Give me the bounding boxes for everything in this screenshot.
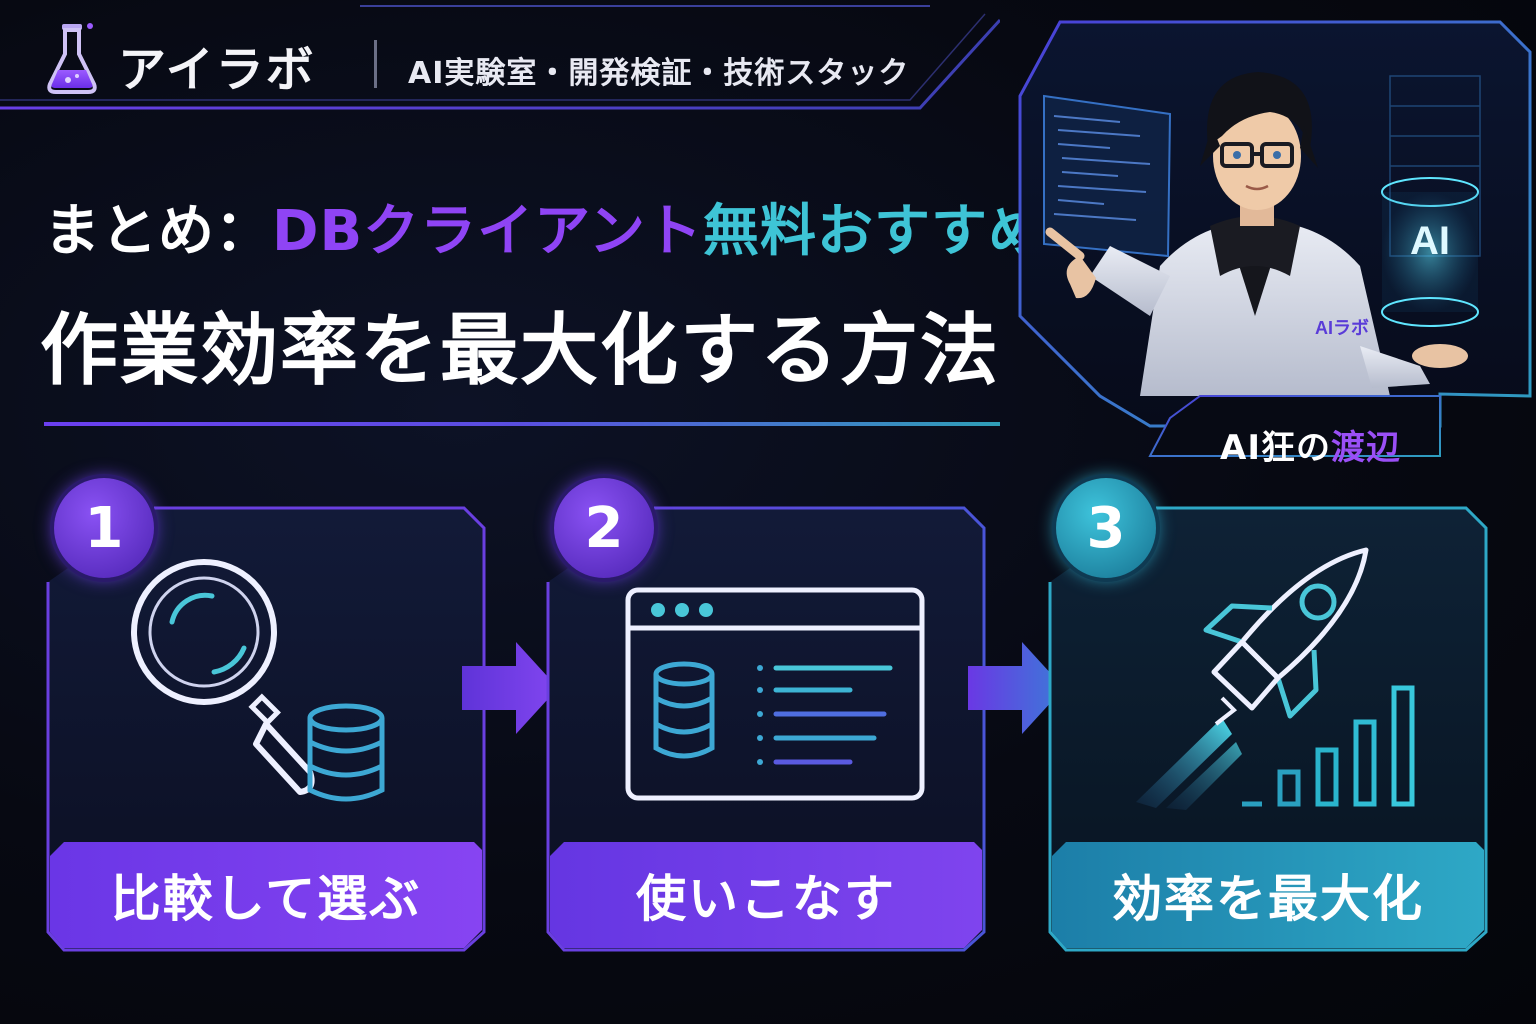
rocket-icon xyxy=(1136,547,1369,810)
arrow-right-icon xyxy=(462,642,558,734)
brand-divider xyxy=(374,40,377,88)
character-caption-prefix: AI狂の xyxy=(1220,428,1331,468)
arrow-right-icon xyxy=(968,642,1064,734)
character-panel: AI AIラボ xyxy=(1018,20,1532,457)
character-caption: AI狂の渡辺 xyxy=(1220,420,1401,469)
title-line1: まとめ：DBクライアント無料おすすめで xyxy=(44,186,1102,267)
code-monitor-icon xyxy=(1043,94,1172,258)
title-part1: まとめ： xyxy=(44,199,272,264)
step-number-1: 1 xyxy=(54,478,154,578)
bar-growth-icon xyxy=(1242,685,1415,807)
step-number-2: 2 xyxy=(554,478,654,578)
title-line2: 作業効率を最大化する方法 xyxy=(40,306,1001,396)
ai-hologram-icon: AI xyxy=(1381,177,1479,327)
step-label-3: 効率を最大化 xyxy=(1112,870,1424,928)
database-icon xyxy=(307,703,385,802)
svg-text:AI: AI xyxy=(1410,219,1450,263)
step-card-2 xyxy=(546,506,986,952)
brand-name: アイラボ xyxy=(118,42,316,98)
svg-text:AIラボ: AIラボ xyxy=(1315,318,1369,338)
header-frame xyxy=(0,5,1000,110)
flask-icon xyxy=(47,23,97,94)
step-label-2: 使いこなす xyxy=(636,870,896,928)
app-window-icon xyxy=(625,587,925,801)
step-card-1 xyxy=(46,506,486,952)
title-part3: 無料おすすめ xyxy=(702,199,1045,264)
step-card-3 xyxy=(1048,506,1488,952)
character-caption-name: 渡辺 xyxy=(1330,428,1401,468)
step-label-1: 比較して選ぶ xyxy=(110,870,422,928)
brand-tagline: AI実験室・開発検証・技術スタック xyxy=(408,56,910,91)
step-number-3: 3 xyxy=(1056,478,1156,578)
character-avatar: AIラボ xyxy=(1045,72,1468,396)
title-underline xyxy=(44,422,1000,426)
title-part2: DBクライアント xyxy=(272,199,703,264)
